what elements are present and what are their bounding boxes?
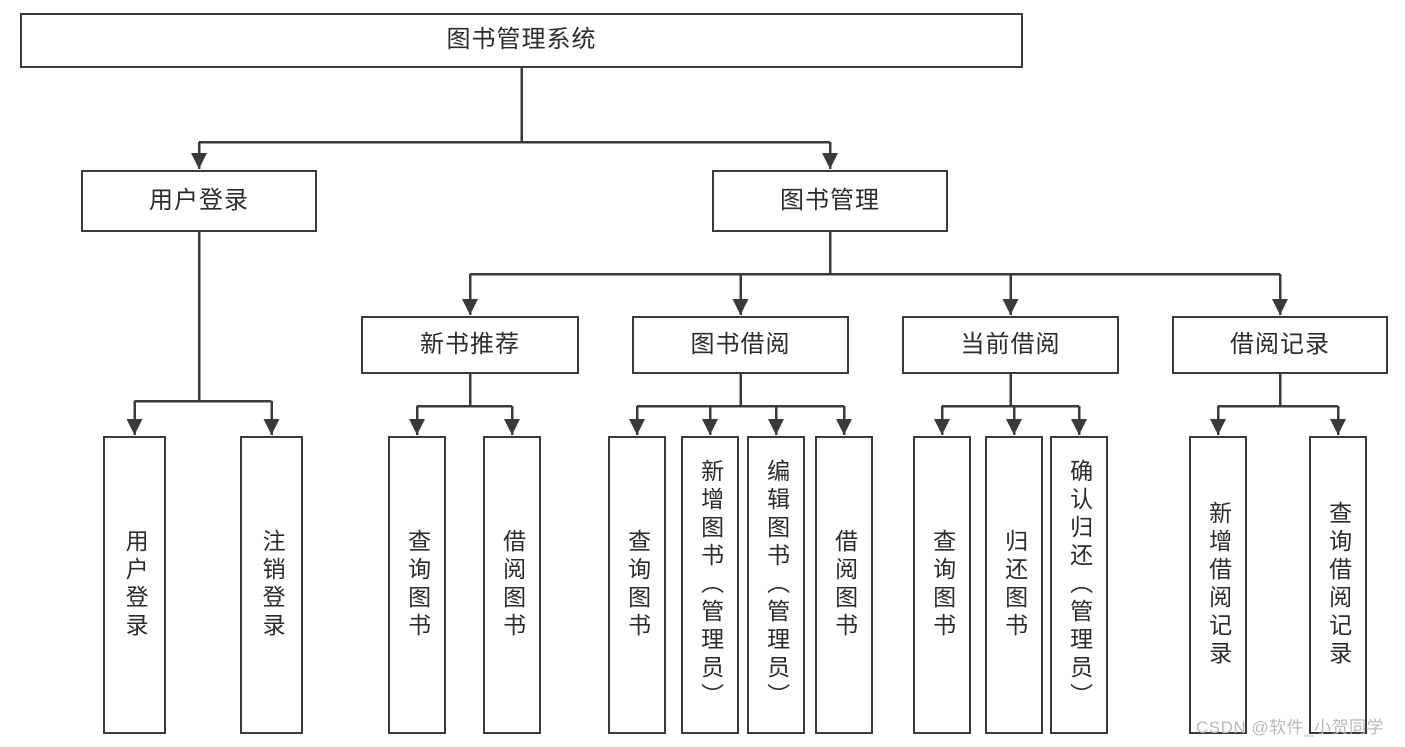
node-leaf-confirm-return-admin[interactable]: 确认归还（管理员） (1050, 436, 1108, 734)
node-current-borrowing[interactable]: 当前借阅 (902, 316, 1119, 374)
node-label: 查询借阅记录 (1325, 501, 1352, 669)
node-label: 新增借阅记录 (1205, 501, 1232, 669)
node-leaf-borrow-books-recommend[interactable]: 借阅图书 (483, 436, 541, 734)
node-book-management[interactable]: 图书管理 (712, 170, 948, 232)
node-label: 查询图书 (929, 529, 956, 641)
node-leaf-query-borrow-record[interactable]: 查询借阅记录 (1309, 436, 1367, 734)
node-label: 新书推荐 (420, 330, 520, 358)
node-root-book-management-system[interactable]: 图书管理系统 (20, 13, 1023, 68)
node-leaf-return-books[interactable]: 归还图书 (985, 436, 1043, 734)
node-label: 确认归还（管理员） (1066, 459, 1093, 711)
node-label: 图书管理系统 (446, 26, 597, 54)
node-leaf-query-books-current[interactable]: 查询图书 (913, 436, 971, 734)
node-leaf-query-books-borrow[interactable]: 查询图书 (608, 436, 666, 734)
node-label: 查询图书 (404, 529, 431, 641)
node-leaf-add-book-admin[interactable]: 新增图书（管理员） (681, 436, 739, 734)
node-label: 用户登录 (122, 529, 149, 641)
node-label: 查询图书 (624, 529, 651, 641)
node-label: 新增图书（管理员） (697, 459, 724, 711)
node-label: 借阅图书 (831, 529, 858, 641)
node-label: 用户登录 (149, 186, 249, 214)
node-label: 借阅记录 (1230, 330, 1330, 358)
csdn-watermark: CSDN @软件_小贺同学 (1196, 718, 1385, 737)
node-label: 图书管理 (780, 186, 880, 214)
node-borrowing-records[interactable]: 借阅记录 (1172, 316, 1388, 374)
node-label: 当前借阅 (960, 330, 1061, 358)
node-label: 借阅图书 (499, 529, 526, 641)
node-leaf-edit-book-admin[interactable]: 编辑图书（管理员） (747, 436, 805, 734)
node-leaf-add-borrow-record[interactable]: 新增借阅记录 (1189, 436, 1247, 734)
node-label: 编辑图书（管理员） (763, 459, 790, 711)
node-label: 注销登录 (259, 529, 286, 641)
node-leaf-borrow-books[interactable]: 借阅图书 (815, 436, 873, 734)
node-user-login[interactable]: 用户登录 (81, 170, 317, 232)
node-book-borrowing[interactable]: 图书借阅 (632, 316, 849, 374)
node-label: 图书借阅 (690, 330, 791, 358)
node-leaf-user-login[interactable]: 用户登录 (103, 436, 166, 734)
node-leaf-query-books-recommend[interactable]: 查询图书 (388, 436, 446, 734)
node-new-book-recommendation[interactable]: 新书推荐 (361, 316, 579, 374)
node-label: 归还图书 (1001, 529, 1028, 641)
node-leaf-logout[interactable]: 注销登录 (240, 436, 303, 734)
